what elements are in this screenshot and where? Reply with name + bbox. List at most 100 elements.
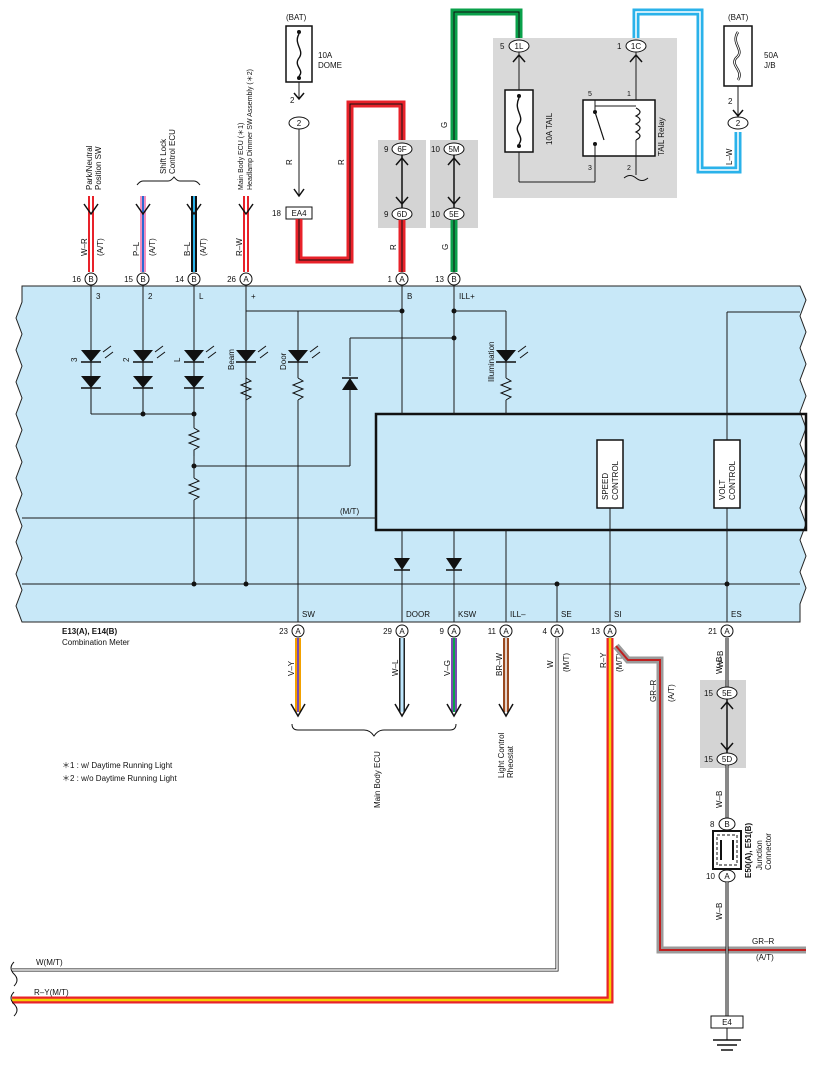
meter-top-pin: A26+R–W bbox=[227, 238, 256, 301]
pin-conn-letter: B bbox=[451, 275, 456, 284]
pin-1L: 5 bbox=[500, 42, 505, 51]
pin-conn-letter: A bbox=[503, 627, 509, 636]
pin-5M: 10 bbox=[431, 145, 440, 154]
bat-left-label: (BAT) bbox=[286, 13, 307, 22]
bat-right-label: (BAT) bbox=[728, 13, 749, 22]
wb-label-1: W–B bbox=[715, 657, 724, 674]
combination-meter-panel bbox=[15, 285, 807, 623]
wb-label-3: W–B bbox=[715, 903, 724, 920]
top-pin-group: B163W–R(A/T)B152P–L(A/T)B14LB–L(A/T)A26+… bbox=[72, 238, 475, 301]
fuse-jb-amp: 50A bbox=[764, 51, 779, 60]
relay-pin1: 1 bbox=[627, 91, 631, 98]
connector-5M: 5M bbox=[448, 145, 459, 154]
pin-wire-color: BR–W bbox=[495, 652, 504, 676]
led-label: L bbox=[173, 357, 182, 362]
pin-inner-label: 2 bbox=[148, 292, 153, 301]
gr-r-note: (A/T) bbox=[667, 684, 676, 702]
meter-top-pin: A1B bbox=[388, 272, 412, 301]
pin-inner-label: SI bbox=[614, 610, 622, 619]
pin-wire-color: R–W bbox=[235, 238, 244, 256]
connector-1C: 1C bbox=[631, 42, 641, 51]
connector-5E-top: 5E bbox=[449, 210, 459, 219]
pin-wire-color: R–Y bbox=[599, 652, 608, 668]
tail-relay bbox=[582, 99, 656, 157]
dome-out-conn: 2 bbox=[297, 119, 302, 128]
ry-mt-label: R–Y(M/T) bbox=[34, 988, 69, 997]
connector-6F: 6F bbox=[397, 145, 406, 154]
pin-wire-note: (A/T) bbox=[148, 238, 157, 256]
ground-e4-label: E4 bbox=[722, 1018, 732, 1027]
pin-number: 16 bbox=[72, 275, 81, 284]
gr-r-right-label: GR–R bbox=[752, 937, 774, 946]
pin-conn-letter: B bbox=[140, 275, 145, 284]
pin-conn-letter: B bbox=[88, 275, 93, 284]
pin-number: 29 bbox=[383, 627, 392, 636]
note-1: ＊1 : w/ Daytime Running Light bbox=[62, 761, 173, 770]
pin-5E-top: 10 bbox=[431, 210, 440, 219]
ksw-diode-icon bbox=[446, 558, 462, 570]
pin-wire-note: (A/T) bbox=[199, 238, 208, 256]
jb-out-conn: 2 bbox=[736, 119, 741, 128]
jc-pin-bot: 10 bbox=[706, 872, 715, 881]
wire-label-g2: G bbox=[441, 244, 450, 250]
pin-conn-letter: A bbox=[295, 627, 301, 636]
relay-pin3: 3 bbox=[588, 165, 592, 172]
pin-wire-note: (M/T) bbox=[562, 653, 571, 672]
bottom-pin-group: SWA23V–YDOORA29W–LKSWA9V–GILL–A11BR–WSEA… bbox=[279, 610, 742, 676]
pin-inner-label: ES bbox=[731, 610, 742, 619]
pin-number: 9 bbox=[440, 627, 445, 636]
wire-w-mt bbox=[12, 638, 559, 972]
pin-number: 11 bbox=[488, 627, 497, 636]
fuse-dome-name: DOME bbox=[318, 61, 342, 70]
main-body-ecu-bottom-label: Main Body ECU bbox=[373, 751, 382, 808]
relay-pin5: 5 bbox=[588, 91, 592, 98]
meter-control-block bbox=[374, 412, 808, 532]
beam-label: Beam bbox=[227, 349, 236, 370]
pin-inner-label: 3 bbox=[96, 292, 101, 301]
dome-out-pin: 2 bbox=[290, 96, 295, 105]
fuse-tail-label: 10A TAIL bbox=[545, 112, 554, 145]
pin-wire-color: W–R bbox=[80, 238, 89, 256]
connector-5E-bottom: 5E bbox=[722, 689, 732, 698]
relay-pin2: 2 bbox=[627, 165, 631, 172]
pin-inner-label: L bbox=[199, 292, 204, 301]
fuse-jb-name: J/B bbox=[764, 61, 776, 70]
w-mt-label: W(M/T) bbox=[36, 958, 63, 967]
illumination-led-icon bbox=[496, 345, 529, 401]
wb-label-2: W–B bbox=[715, 791, 724, 808]
pin-conn-letter: A bbox=[554, 627, 560, 636]
pin-wire-color: W–B bbox=[716, 651, 725, 668]
pin-number: 23 bbox=[279, 627, 288, 636]
meter-top-pin: B 16 3 W–R (A/T) bbox=[72, 238, 105, 301]
pin-number: 13 bbox=[591, 627, 600, 636]
pin-number: 4 bbox=[543, 627, 548, 636]
pin-conn-letter: A bbox=[451, 627, 457, 636]
pin-inner-label: + bbox=[251, 292, 256, 301]
led-label: 3 bbox=[70, 357, 79, 362]
pin-5D: 15 bbox=[704, 755, 713, 764]
illumination-label: Illumination bbox=[487, 342, 496, 382]
pin-inner-label: SW bbox=[302, 610, 315, 619]
wire-label-lw: L–W bbox=[725, 148, 734, 165]
pin-wire-note: (A/T) bbox=[96, 238, 105, 256]
jc-pin-top: 8 bbox=[710, 820, 715, 829]
pin-6F: 9 bbox=[384, 145, 389, 154]
pin-wire-note: (M/T) bbox=[615, 653, 624, 672]
pin-inner-label: DOOR bbox=[406, 610, 430, 619]
jc-conn-top: B bbox=[724, 820, 729, 829]
door-diode-icon bbox=[394, 558, 410, 570]
note-2: ＊2 : w/o Daytime Running Light bbox=[62, 774, 177, 783]
diode-icon bbox=[342, 377, 358, 390]
jc-conn-bot: A bbox=[724, 872, 730, 881]
wire-label-r2: R bbox=[337, 159, 346, 165]
